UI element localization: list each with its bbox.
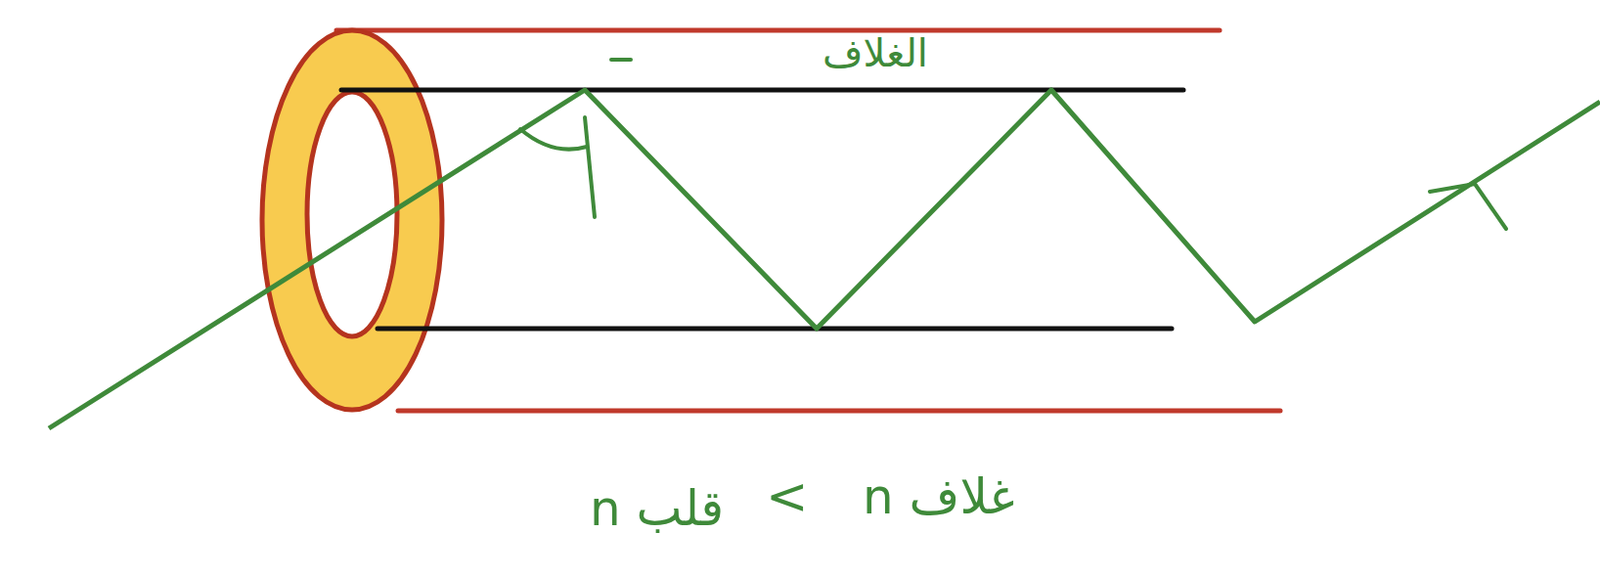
handwritten-label: الغلاف <box>822 31 929 75</box>
cladding-face <box>262 30 443 410</box>
normal-line <box>584 117 595 218</box>
cladding-edge <box>398 408 1281 414</box>
core-edge <box>341 88 1184 93</box>
core-edge <box>377 326 1172 332</box>
light-ray <box>48 89 1600 429</box>
angle-arc <box>520 129 587 150</box>
end-face-ring <box>262 30 443 410</box>
handwritten-label: < <box>765 468 809 525</box>
handwritten-label: n قلب <box>589 482 724 536</box>
dash-mark <box>611 57 631 62</box>
ray-arrow <box>1429 183 1507 229</box>
cladding-edge <box>336 28 1220 34</box>
handwritten-label: n غلاف <box>862 470 1015 525</box>
